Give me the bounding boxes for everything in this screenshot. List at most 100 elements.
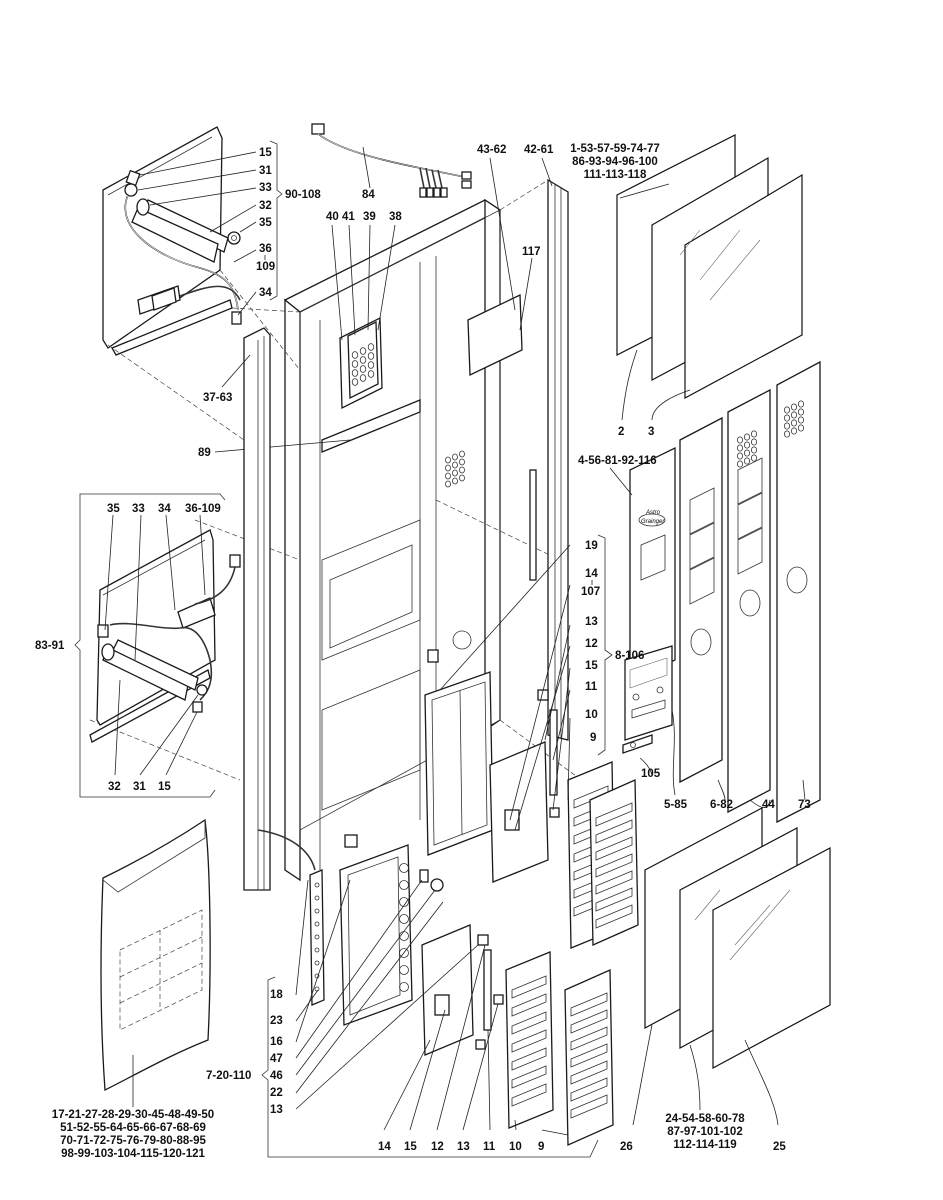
- keypad-button-icon: [798, 424, 805, 432]
- callout-37-63: 37-63: [203, 392, 232, 404]
- keypad-button-icon: [351, 378, 359, 386]
- keypad-button-icon: [359, 356, 367, 364]
- tray-hole: [399, 897, 409, 907]
- relay-block: [137, 285, 181, 315]
- lamp-31b: [196, 684, 208, 696]
- door-slot: [595, 802, 633, 827]
- callout-34: 34: [259, 287, 272, 299]
- accessory-bag: 17-21-27-28-29-30-45-48-49-50 51-52-55-6…: [52, 818, 214, 1160]
- front-panels: Astro Grainger 4-56-81-92-116 105: [578, 360, 821, 824]
- callout-34-b: 34: [158, 503, 171, 515]
- keypad-bracket: [339, 316, 383, 410]
- lamp-31: [124, 183, 138, 197]
- door-slot: [570, 992, 608, 1017]
- callout-36: 36: [259, 243, 272, 255]
- keypad-button-icon: [737, 460, 744, 468]
- bag-parts-line-2: 51-52-55-64-65-66-67-68-69: [60, 1122, 206, 1134]
- connector-36-109: [229, 554, 241, 568]
- keypad-button-icon: [359, 374, 367, 382]
- glass-bottom-parts-line-3: 112-114-119: [673, 1139, 736, 1151]
- callout-15-d: 15: [404, 1141, 417, 1153]
- keypad-button-icon: [784, 414, 791, 422]
- keypad-button-icon: [359, 365, 367, 373]
- keypad-button-icon: [737, 444, 744, 452]
- contact-strip-23: [309, 869, 325, 1006]
- callout-31: 31: [259, 165, 272, 177]
- callout-4-56-81-92-116: 4-56-81-92-116: [578, 455, 657, 467]
- knob-46: [430, 878, 444, 892]
- keypad-button-icon: [459, 450, 465, 458]
- keypad-button-icon: [445, 464, 451, 472]
- callout-47: 47: [270, 1053, 283, 1065]
- spring-47: [419, 869, 429, 883]
- keypad-button-icon: [452, 453, 458, 461]
- heater-element-32: [131, 198, 229, 263]
- keypad-button-icon: [445, 480, 451, 488]
- keypad-button-icon: [459, 474, 465, 482]
- callout-38: 38: [389, 211, 402, 223]
- logo-bottom-text: Grainger: [641, 519, 665, 525]
- callout-31-b: 31: [133, 781, 146, 793]
- callout-26: 26: [620, 1141, 633, 1153]
- strip-hole: [314, 934, 320, 940]
- fuse-35b: [97, 624, 109, 638]
- group-label-7-20-110: 7-20-110: [206, 1070, 251, 1082]
- callout-84: 84: [362, 189, 375, 201]
- callout-22: 22: [270, 1087, 283, 1099]
- cover-plate-117: [467, 293, 523, 377]
- door-slot: [595, 887, 633, 912]
- glass-bottom-parts-line-1: 24-54-58-60-78: [665, 1113, 745, 1125]
- callout-33-b: 33: [132, 503, 145, 515]
- callout-5-85: 5-85: [664, 799, 688, 811]
- callout-19: 19: [585, 540, 598, 552]
- tray-hole: [399, 948, 409, 958]
- callout-14-b: 14: [378, 1141, 391, 1153]
- tray-16: [339, 844, 413, 1026]
- group-label-90-108: 90-108: [285, 189, 321, 201]
- callout-14-a: 14: [585, 568, 598, 580]
- door-slot: [511, 1083, 547, 1107]
- callout-117: 117: [522, 246, 541, 258]
- callout-46: 46: [270, 1070, 283, 1082]
- lower-door-assembly: 18 23 16 47 7-20-110 46 22 13 14 15 12 1…: [206, 829, 614, 1158]
- keypad-button-icon: [452, 469, 458, 477]
- keypad-button-icon: [737, 436, 744, 444]
- strip-hole: [314, 921, 320, 927]
- cover-9-b: [564, 969, 614, 1146]
- tray-19: [424, 671, 494, 856]
- callout-15-b: 15: [158, 781, 171, 793]
- lamp-backplate-14: [421, 924, 474, 1056]
- callout-32-b: 32: [108, 781, 121, 793]
- logo-top-text: Astro: [645, 510, 661, 516]
- callout-89: 89: [198, 447, 211, 459]
- bracket-89: [321, 399, 421, 453]
- callout-13-a: 13: [585, 616, 598, 628]
- keypad-button-icon: [351, 351, 359, 359]
- keypad-button-icon: [359, 347, 367, 355]
- glass-panel-25: [712, 847, 831, 1070]
- keypad-button-icon: [351, 369, 359, 377]
- callout-18: 18: [270, 989, 283, 1001]
- door-slot: [511, 1047, 547, 1071]
- front-panel-44: [727, 388, 771, 814]
- group-label-83-91: 83-91: [35, 640, 65, 652]
- callout-40: 40: [326, 211, 339, 223]
- callout-35-b: 35: [107, 503, 120, 515]
- keypad-button-icon: [751, 446, 758, 454]
- keypad-button-icon: [784, 430, 791, 438]
- strip-hole: [314, 895, 320, 901]
- keypad-button-icon: [367, 343, 375, 351]
- upper-door-assembly: 19 14 107 13 12 15 11 10 9 8-106: [424, 534, 644, 949]
- keypad-button-icon: [445, 456, 451, 464]
- door-slot: [595, 836, 633, 861]
- callout-16: 16: [270, 1036, 283, 1048]
- keypad-button-icon: [784, 406, 791, 414]
- door-slot: [570, 1077, 608, 1102]
- callout-9-b: 9: [538, 1141, 544, 1153]
- callout-35: 35: [259, 217, 272, 229]
- bag-parts-line-1: 17-21-27-28-29-30-45-48-49-50: [52, 1109, 214, 1121]
- door-slot: [595, 819, 633, 844]
- tray-hole: [399, 965, 409, 975]
- callout-43-62: 43-62: [477, 144, 506, 156]
- bag-parts-line-4: 98-99-103-104-115-120-121: [61, 1148, 205, 1160]
